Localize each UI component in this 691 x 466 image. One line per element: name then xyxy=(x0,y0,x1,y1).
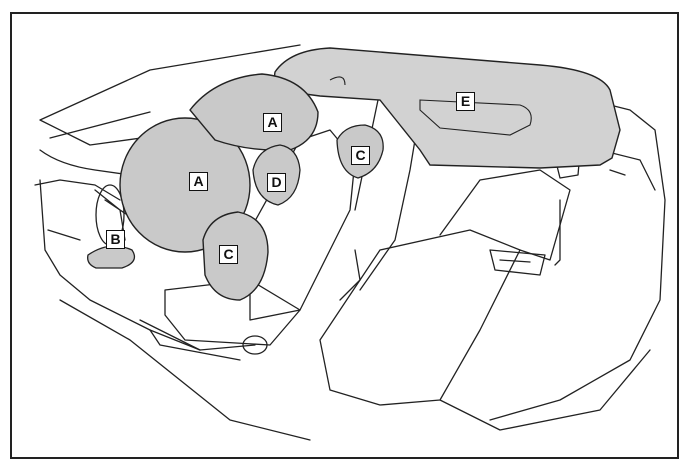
label-d: D xyxy=(267,173,286,192)
rear-seat-cushion xyxy=(319,229,521,406)
floor-mat xyxy=(339,249,361,301)
label-b: B xyxy=(106,230,125,249)
door-panel-left xyxy=(39,179,151,331)
label-a-lower: A xyxy=(189,172,208,191)
label-e: E xyxy=(456,92,475,111)
curtain-airbag-e xyxy=(273,47,621,169)
dashboard xyxy=(34,149,131,201)
rear-body-right xyxy=(489,99,666,421)
label-a-upper: A xyxy=(263,113,282,132)
label-c-front: C xyxy=(219,245,238,264)
center-console xyxy=(489,249,546,276)
rear-seat-back xyxy=(439,169,571,261)
passenger-front-airbag-a xyxy=(189,73,319,151)
rear-floor xyxy=(439,349,651,431)
knee-airbag-b xyxy=(87,245,136,269)
label-c-rear: C xyxy=(351,146,370,165)
seat-adjuster-knob xyxy=(242,335,268,355)
curtain-airbag-e-detail xyxy=(329,76,532,136)
driver-seat-rail xyxy=(139,319,256,361)
floor-left xyxy=(59,299,311,441)
seatbelt xyxy=(554,199,561,266)
